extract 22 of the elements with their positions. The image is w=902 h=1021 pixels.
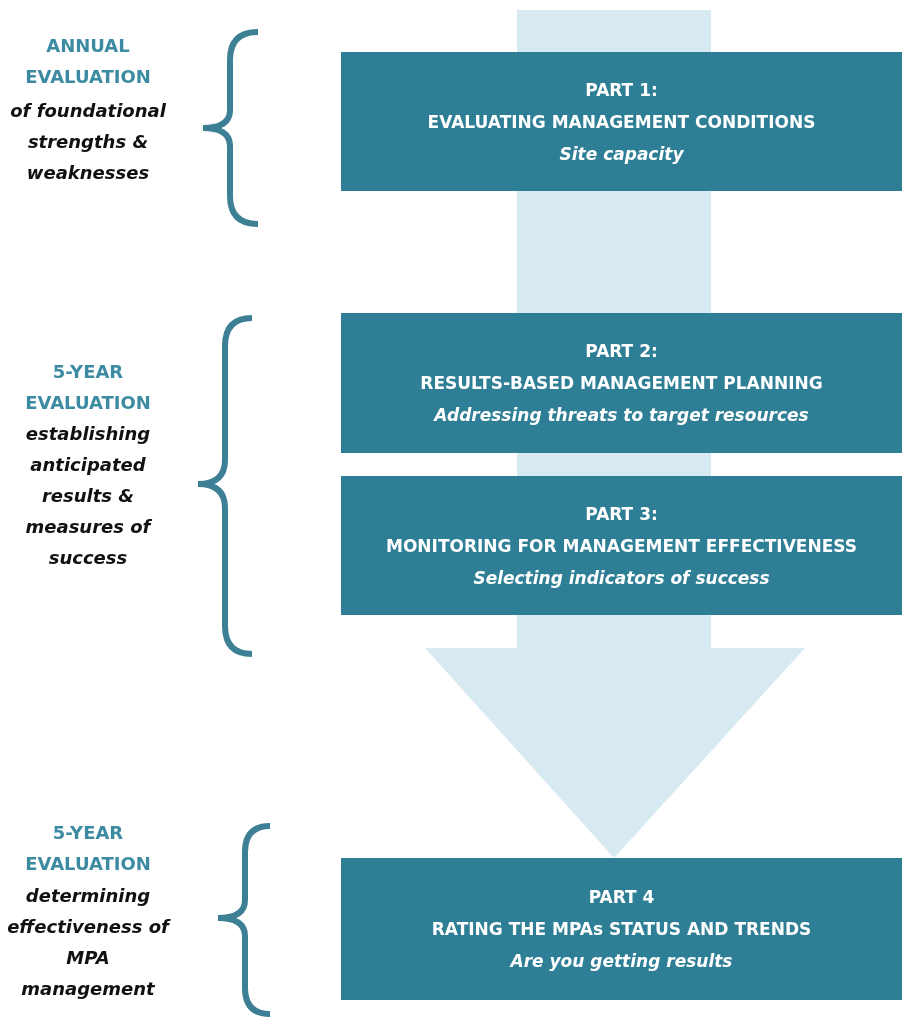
part-title: MONITORING FOR MANAGEMENT EFFECTIVENESS (385, 534, 857, 558)
part-subtitle: Addressing threats to target resources (434, 404, 809, 427)
part-number: PART 1: (585, 78, 658, 102)
evaluation-description: of foundational strengths & weaknesses (9, 99, 167, 185)
process-box (341, 52, 902, 191)
evaluation-heading: 5-YEAR EVALUATION (24, 821, 152, 876)
part-number: PART 3: (585, 502, 658, 526)
part-title: RESULTS-BASED MANAGEMENT PLANNING (420, 372, 823, 395)
part-title: EVALUATING MANAGEMENT CONDITIONS (427, 110, 816, 134)
part-title: RATING THE MPAs STATUS AND TRENDS (431, 918, 812, 941)
process-box (341, 858, 902, 1000)
process-box (341, 313, 902, 453)
evaluation-heading: 5-YEAR EVALUATION (24, 360, 152, 415)
process-box (341, 476, 902, 615)
evaluation-description: determining effectiveness of MPA management (6, 884, 172, 1001)
part-number: PART 2: (585, 340, 658, 363)
part-subtitle: Site capacity (559, 142, 684, 166)
evaluation-heading: ANNUAL EVALUATION (24, 34, 152, 89)
part-subtitle: Are you getting results (510, 950, 733, 973)
part-subtitle: Selecting indicators of success (473, 566, 770, 590)
part-number: PART 4 (588, 886, 655, 909)
evaluation-description: establishing anticipated results & measures of success (24, 422, 153, 570)
